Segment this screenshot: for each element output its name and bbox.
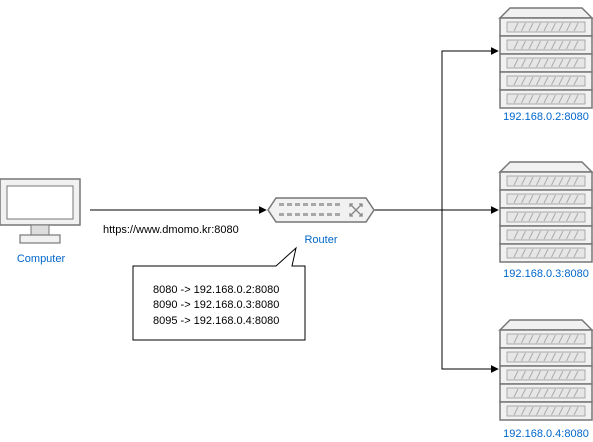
- server-rack-icon: [498, 7, 593, 109]
- edge-router-server-1[interactable]: [441, 47, 499, 210]
- router-icon: [267, 197, 375, 223]
- server-rack-icon: [498, 161, 593, 263]
- callout-line-3: 8095 -> 192.168.0.4:8080: [153, 315, 279, 327]
- server-node[interactable]: 192.168.0.4:8080: [498, 319, 593, 440]
- port-forwarding-callout[interactable]: 8080 -> 192.168.0.2:8080 8090 -> 192.168…: [132, 246, 306, 341]
- server-node[interactable]: 192.168.0.2:8080: [498, 7, 593, 123]
- server-node[interactable]: 192.168.0.3:8080: [498, 161, 593, 280]
- connectors: [90, 47, 499, 373]
- edge-router-server-3[interactable]: [441, 210, 499, 373]
- routing-arrows-icon: [349, 203, 363, 217]
- callout-bubble: [132, 246, 306, 341]
- edge-label-url: https://www.dmomo.kr:8080: [103, 224, 239, 236]
- router-label: Router: [304, 234, 337, 246]
- computer-node[interactable]: Computer: [0, 178, 81, 265]
- router-node[interactable]: Router: [267, 197, 375, 246]
- server-rack-icon: [498, 319, 593, 421]
- server-label: 192.168.0.3:8080: [503, 268, 589, 280]
- callout-line-1: 8080 -> 192.168.0.2:8080: [153, 284, 279, 296]
- server-label: 192.168.0.4:8080: [503, 428, 589, 440]
- server-label: 192.168.0.2:8080: [503, 111, 589, 123]
- callout-line-2: 8090 -> 192.168.0.3:8080: [153, 299, 279, 311]
- computer-label: Computer: [17, 253, 66, 265]
- monitor-icon: [0, 178, 81, 244]
